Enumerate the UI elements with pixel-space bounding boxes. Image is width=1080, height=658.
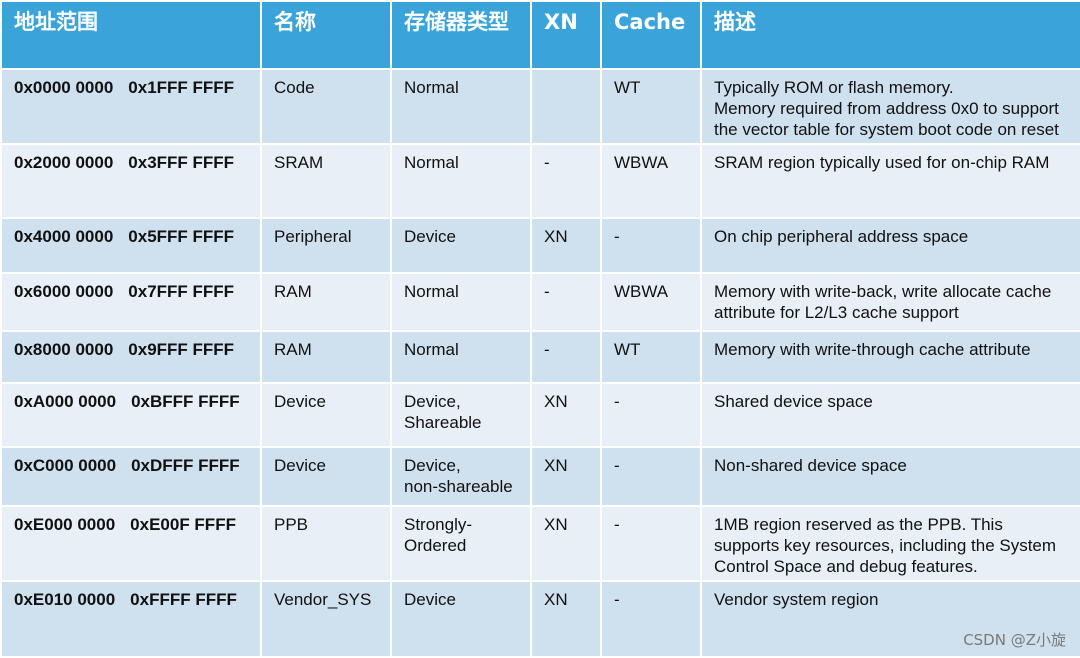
cell-xn: - [530,330,602,384]
cell-xn: XN [530,382,602,448]
cell-name: PPB [260,505,392,582]
cell-xn [530,68,602,145]
cell-cache: WBWA [600,143,702,219]
cell-address-range: 0xE010 0000 0xFFFF FFFF [0,580,262,658]
cell-memory-type: Normal [390,68,532,145]
address-start: 0x8000 0000 [14,340,114,359]
cell-description: 1MB region reserved as the PPB. This sup… [700,505,1080,582]
cell-xn: - [530,143,602,219]
address-start: 0x2000 0000 [14,153,114,172]
cell-description: Memory with write-back, write allocate c… [700,272,1080,332]
cell-name: SRAM [260,143,392,219]
address-end: 0x7FFF FFFF [128,282,235,301]
cell-name: Peripheral [260,217,392,274]
cell-address-range: 0xA000 0000 0xBFFF FFFF [0,382,262,448]
cell-memory-type: Strongly- Ordered [390,505,532,582]
address-end: 0x1FFF FFFF [128,78,235,97]
header-name: 名称 [260,0,392,70]
header-row: 地址范围 名称 存储器类型 XN Cache 描述 [0,0,1080,70]
address-end: 0xDFFF FFFF [131,456,240,475]
cell-address-range: 0x4000 0000 0x5FFF FFFF [0,217,262,274]
cell-xn: - [530,272,602,332]
cell-name: RAM [260,272,392,332]
cell-xn: XN [530,505,602,582]
cell-description: On chip peripheral address space [700,217,1080,274]
address-end: 0xE00F FFFF [130,515,236,534]
address-start: 0x6000 0000 [14,282,114,301]
cell-address-range: 0x2000 0000 0x3FFF FFFF [0,143,262,219]
address-start: 0x4000 0000 [14,227,114,246]
cell-description: Shared device space [700,382,1080,448]
cell-description: Non-shared device space [700,446,1080,507]
cell-memory-type: Device [390,580,532,658]
header-xn: XN [530,0,602,70]
address-start: 0xE010 0000 [14,590,116,609]
cell-name: Device [260,382,392,448]
cell-memory-type: Normal [390,272,532,332]
cell-memory-type: Device, non-shareable [390,446,532,507]
cell-xn: XN [530,446,602,507]
cell-name: Device [260,446,392,507]
cell-name: Code [260,68,392,145]
header-memory-type: 存储器类型 [390,0,532,70]
address-start: 0xC000 0000 [14,456,117,475]
cell-memory-type: Device [390,217,532,274]
cell-cache: - [600,580,702,658]
address-start: 0xA000 0000 [14,392,117,411]
cell-cache: - [600,505,702,582]
cell-memory-type: Normal [390,143,532,219]
cell-name: RAM [260,330,392,384]
cell-description: SRAM region typically used for on-chip R… [700,143,1080,219]
header-description: 描述 [700,0,1080,70]
address-start: 0xE000 0000 [14,515,116,534]
cell-address-range: 0x0000 0000 0x1FFF FFFF [0,68,262,145]
address-start: 0x0000 0000 [14,78,114,97]
address-end: 0x3FFF FFFF [128,153,235,172]
cell-cache: WT [600,330,702,384]
header-address-range: 地址范围 [0,0,262,70]
cell-address-range: 0x8000 0000 0x9FFF FFFF [0,330,262,384]
cell-description: Vendor system region [700,580,1080,658]
cell-xn: XN [530,217,602,274]
cell-description: Memory with write-through cache attribut… [700,330,1080,384]
watermark: CSDN @Z小旋 [963,631,1066,649]
address-end: 0xBFFF FFFF [131,392,240,411]
cell-cache: - [600,217,702,274]
address-end: 0x9FFF FFFF [128,340,235,359]
address-end: 0xFFFF FFFF [130,590,237,609]
cell-memory-type: Normal [390,330,532,384]
cell-cache: - [600,446,702,507]
cell-cache: - [600,382,702,448]
cell-address-range: 0x6000 0000 0x7FFF FFFF [0,272,262,332]
address-end: 0x5FFF FFFF [128,227,235,246]
cell-memory-type: Device, Shareable [390,382,532,448]
cell-address-range: 0xE000 0000 0xE00F FFFF [0,505,262,582]
cell-address-range: 0xC000 0000 0xDFFF FFFF [0,446,262,507]
cell-name: Vendor_SYS [260,580,392,658]
header-cache: Cache [600,0,702,70]
cell-cache: WBWA [600,272,702,332]
cell-cache: WT [600,68,702,145]
cell-xn: XN [530,580,602,658]
cell-description: Typically ROM or flash memory. Memory re… [700,68,1080,145]
